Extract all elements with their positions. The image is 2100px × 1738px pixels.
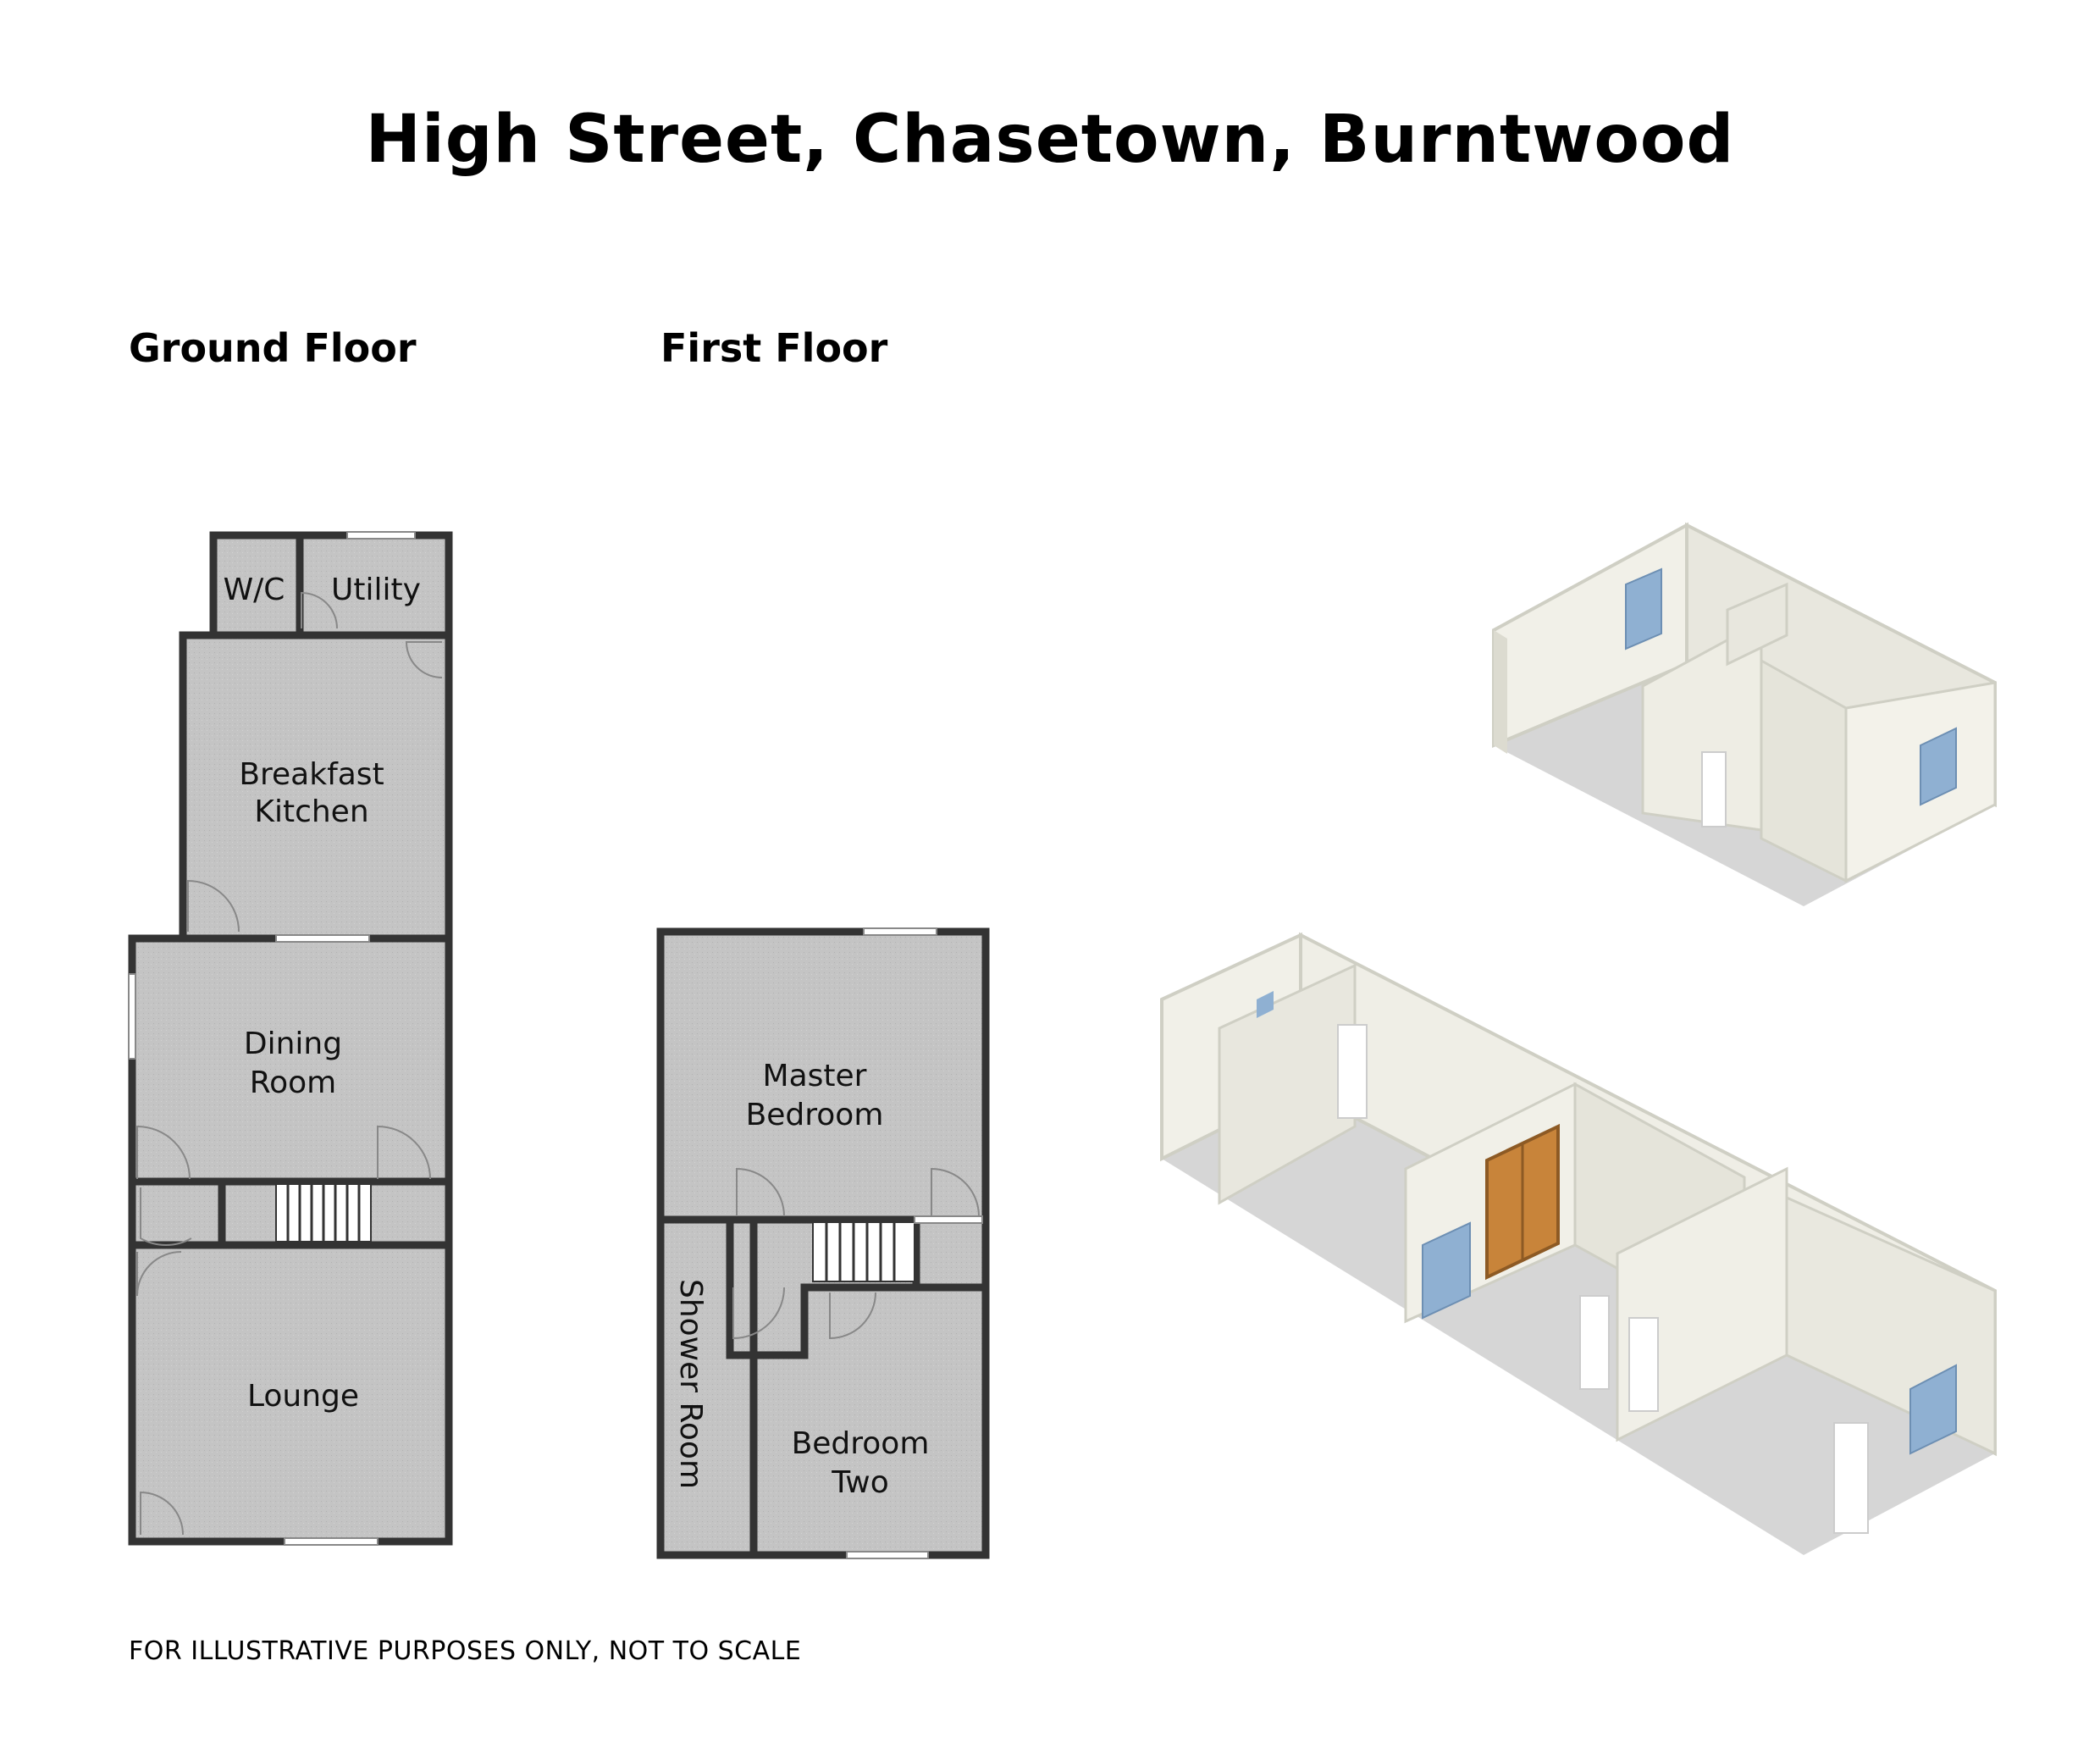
iso-upper-door: [1701, 751, 1727, 827]
room-label-bedroom-two-1: Bedroom: [792, 1426, 930, 1461]
ground-stairs: [275, 1183, 372, 1243]
isometric-first-floor: [1492, 522, 1997, 906]
ground-floor-heading: Ground Floor: [129, 325, 417, 371]
room-label-dining-1: Dining: [244, 1027, 342, 1061]
room-label-wc: W/C: [224, 573, 285, 607]
room-label-master-1: Master: [763, 1059, 867, 1093]
ground-floor-plan: W/C Utility Breakfast Kitchen Dining Roo…: [128, 531, 453, 1546]
iso-wc-window: [1257, 991, 1274, 1018]
room-label-shower: Shower Room: [673, 1279, 708, 1489]
utility-door-swing: [301, 591, 338, 629]
iso-ground-window-1: [1422, 1221, 1471, 1320]
room-label-utility: Utility: [331, 573, 421, 607]
kitchen-floor: [185, 637, 445, 937]
room-label-master-2: Bedroom: [746, 1098, 884, 1132]
utility-window: [346, 531, 416, 540]
wc-utility-floor: [217, 539, 445, 634]
first-floor-plan: Master Bedroom Shower Room Bedroom Two: [656, 927, 990, 1559]
room-label-lounge: Lounge: [247, 1379, 359, 1414]
iso-upper-window-1: [1625, 567, 1662, 650]
room-label-dining-2: Room: [250, 1065, 337, 1100]
iso-door-4: [1833, 1422, 1869, 1534]
disclaimer-note: FOR ILLUSTRATIVE PURPOSES ONLY, NOT TO S…: [129, 1636, 802, 1666]
iso-door-1: [1337, 1024, 1368, 1119]
room-label-kitchen-2: Kitchen: [254, 794, 368, 829]
first-floor-walls: [656, 927, 990, 1559]
plan-title: High Street, Chasetown, Burntwood: [365, 102, 1735, 178]
iso-upper-window-2: [1920, 727, 1957, 806]
room-label-kitchen-1: Breakfast: [239, 757, 384, 792]
isometric-ground-floor: [1160, 932, 1997, 1555]
iso-ground-window-2: [1909, 1364, 1957, 1455]
first-floor-heading: First Floor: [660, 325, 888, 371]
room-label-bedroom-two-2: Two: [831, 1465, 889, 1500]
first-stairs: [812, 1221, 915, 1282]
iso-door-3: [1628, 1317, 1659, 1412]
iso-door-2: [1579, 1295, 1610, 1390]
